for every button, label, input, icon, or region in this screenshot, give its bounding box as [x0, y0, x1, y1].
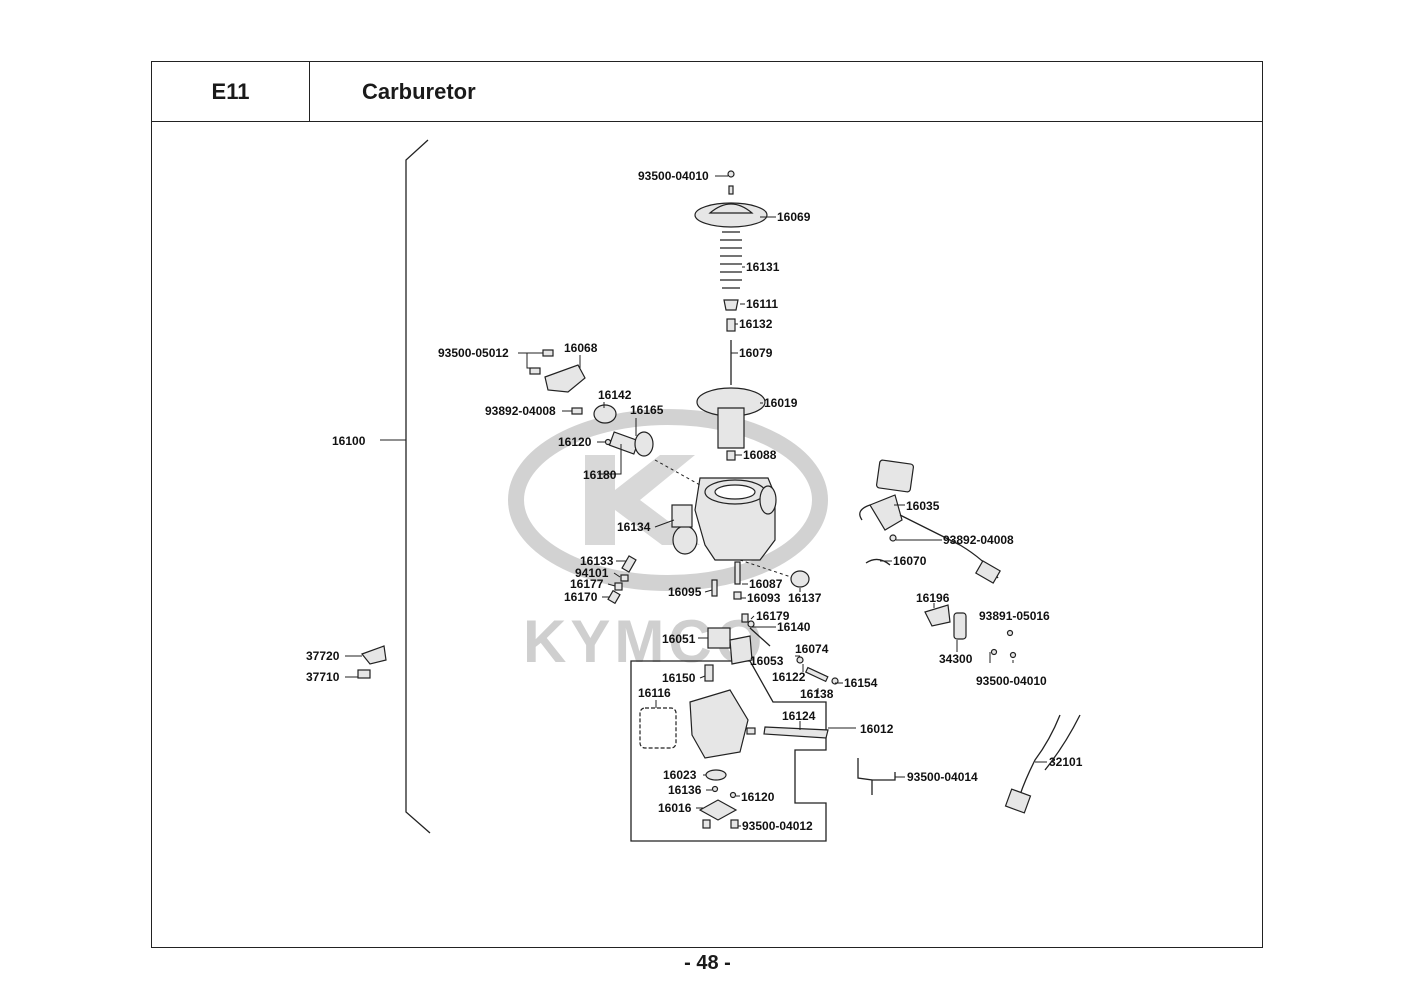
label-16177: 16177 [570, 577, 604, 591]
label-37720: 37720 [306, 649, 340, 663]
label-34300: 34300 [939, 652, 973, 666]
label-16087: 16087 [749, 577, 783, 591]
label-16093: 16093 [747, 591, 781, 605]
label-16053: 16053 [750, 654, 784, 668]
label-16100: 16100 [332, 434, 366, 448]
label-93892-04008-b: 93892-04008 [943, 533, 1014, 547]
label-16124: 16124 [782, 709, 816, 723]
label-16180: 16180 [583, 468, 617, 482]
label-16079: 16079 [739, 346, 773, 360]
section-code: E11 [152, 62, 310, 122]
label-16120: 16120 [558, 435, 592, 449]
label-16154: 16154 [844, 676, 878, 690]
left-side-parts [529, 349, 654, 457]
label-16016: 16016 [658, 801, 692, 815]
label-93891-05016: 93891-05016 [979, 609, 1050, 623]
page-number: - 48 - [684, 952, 731, 974]
label-16133: 16133 [580, 554, 614, 568]
label-16070: 16070 [893, 554, 927, 568]
label-16140: 16140 [777, 620, 811, 634]
label-16179: 16179 [756, 609, 790, 623]
label-16138: 16138 [800, 687, 834, 701]
label-37710: 37710 [306, 670, 340, 684]
label-16165: 16165 [630, 403, 664, 417]
header-frame: E11 Carburetor [151, 61, 1263, 122]
label-16137: 16137 [788, 591, 822, 605]
label-16132: 16132 [739, 317, 773, 331]
label-16136: 16136 [668, 783, 702, 797]
jet-parts [607, 555, 839, 685]
carburetor-body [654, 459, 801, 581]
label-16122: 16122 [772, 670, 806, 684]
label-94101: 94101 [575, 566, 609, 580]
right-side-parts [357, 459, 1081, 814]
label-16051: 16051 [662, 632, 696, 646]
label-16095: 16095 [668, 585, 702, 599]
label-16170: 16170 [564, 590, 598, 604]
diagram-frame [151, 121, 1263, 948]
label-16142: 16142 [598, 388, 632, 402]
leader-lines [345, 175, 1047, 827]
label-93500-05012: 93500-05012 [438, 346, 509, 360]
label-16023: 16023 [663, 768, 697, 782]
label-16019: 16019 [764, 396, 798, 410]
label-16074: 16074 [795, 642, 829, 656]
label-93500-04014: 93500-04014 [907, 770, 978, 784]
label-16068: 16068 [564, 341, 598, 355]
float-chamber-parts [639, 664, 829, 829]
label-16116: 16116 [638, 686, 671, 700]
page-title: Carburetor [362, 79, 476, 104]
label-16131: 16131 [746, 260, 780, 274]
label-32101: 32101 [1049, 755, 1083, 769]
label-16069: 16069 [777, 210, 811, 224]
label-16088: 16088 [743, 448, 777, 462]
label-16111: 16111 [746, 297, 778, 311]
part-labels: 93500-04010 16069 16131 16111 16132 1607… [306, 169, 1083, 833]
label-16120-b: 16120 [741, 790, 775, 804]
label-16134: 16134 [617, 520, 651, 534]
label-93500-04010-b: 93500-04010 [976, 674, 1047, 688]
label-93892-04008: 93892-04008 [485, 404, 556, 418]
label-93500-04012: 93500-04012 [742, 819, 813, 833]
label-16150: 16150 [662, 671, 696, 685]
label-16196: 16196 [916, 591, 950, 605]
assembly-bracket [380, 139, 431, 834]
float-chamber-group-outline [630, 660, 827, 842]
label-16035: 16035 [906, 499, 940, 513]
top-cover-parts [694, 170, 768, 461]
label-93500-04010: 93500-04010 [638, 169, 709, 183]
label-16012: 16012 [860, 722, 894, 736]
